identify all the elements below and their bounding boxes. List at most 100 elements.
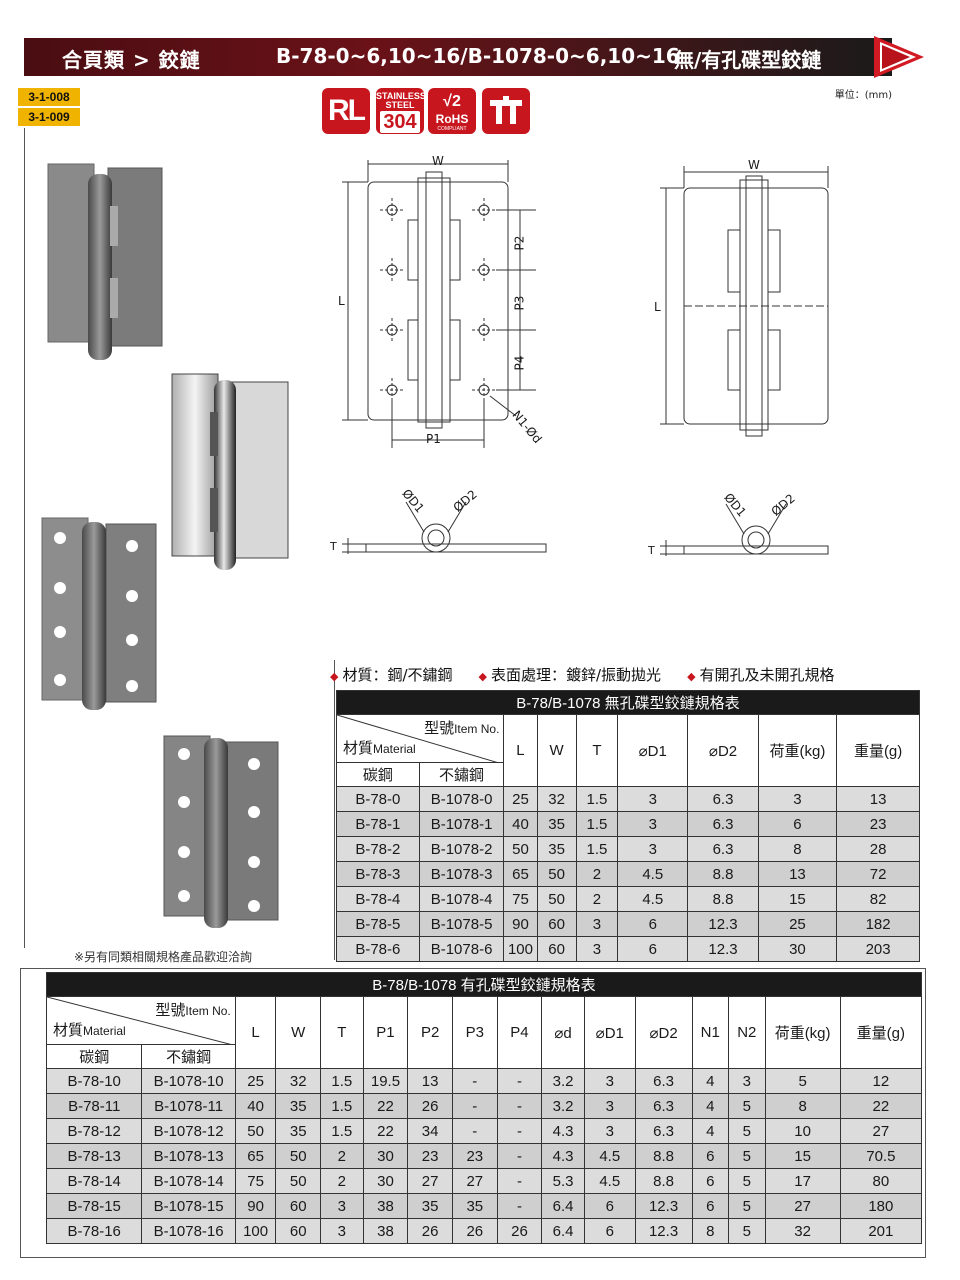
table-cell: - bbox=[496, 1193, 543, 1219]
table-corner-header: 型號Item No. 材質Material bbox=[46, 996, 236, 1045]
table-cell: 26 bbox=[451, 1218, 498, 1244]
table-cell: 50 bbox=[503, 836, 538, 862]
table-cell: 100 bbox=[503, 936, 538, 962]
table-cell: 203 bbox=[836, 936, 920, 962]
table-cell: 3 bbox=[583, 1068, 636, 1094]
dim-w-label: W bbox=[432, 154, 444, 168]
table-cell: - bbox=[451, 1118, 498, 1144]
table-cell: 8.8 bbox=[687, 886, 759, 912]
table-cell: 50 bbox=[275, 1168, 322, 1194]
table-cell: 35 bbox=[451, 1193, 498, 1219]
table-cell: 12.3 bbox=[634, 1193, 693, 1219]
table-cell: B-78-12 bbox=[45, 1118, 143, 1144]
table-cell: B-78-14 bbox=[45, 1168, 143, 1194]
table-cell: B-1078-4 bbox=[418, 886, 505, 912]
table-cell: 5 bbox=[728, 1118, 766, 1144]
table-cell: 6.3 bbox=[687, 811, 759, 837]
table-cell: B-1078-0 bbox=[418, 786, 505, 812]
table-cell: - bbox=[496, 1093, 543, 1119]
table-cell: 23 bbox=[451, 1143, 498, 1169]
hinge-plain-stainless-image bbox=[171, 373, 289, 570]
table-cell: 6.4 bbox=[541, 1193, 585, 1219]
table-cell: 40 bbox=[234, 1093, 277, 1119]
hinge-cert-icon bbox=[482, 88, 530, 134]
table-cell: 12.3 bbox=[687, 911, 759, 937]
table-cell: 30 bbox=[362, 1168, 409, 1194]
table-cell: 12 bbox=[839, 1068, 923, 1094]
table-cell: 12.3 bbox=[687, 936, 759, 962]
dim-p2-label: P2 bbox=[512, 235, 527, 251]
left-divider bbox=[24, 128, 25, 948]
table-cell: 65 bbox=[234, 1143, 277, 1169]
rl-cert-icon: RL bbox=[322, 88, 370, 134]
col-header: T bbox=[320, 996, 364, 1069]
table-cell: 60 bbox=[275, 1218, 322, 1244]
table-cell: 50 bbox=[275, 1143, 322, 1169]
table-cell: 65 bbox=[503, 861, 538, 887]
table-cell: 60 bbox=[536, 936, 577, 962]
col-header: W bbox=[536, 714, 577, 787]
table-cell: B-1078-14 bbox=[141, 1168, 236, 1194]
hinge-holed-gray-image bbox=[41, 517, 157, 710]
table-cell: 8 bbox=[764, 1093, 841, 1119]
table-cell: 6 bbox=[583, 1193, 636, 1219]
table-cell: B-78-1 bbox=[336, 811, 420, 837]
table-cell: B-78-15 bbox=[45, 1193, 143, 1219]
technical-drawing bbox=[342, 160, 829, 556]
feature-bullets: ◆材質：鋼/不鏽鋼 ◆表面處理：鍍鋅/振動拋光 ◆有開孔及未開孔規格 bbox=[330, 664, 835, 685]
hinge-holed-dark-image bbox=[163, 735, 279, 928]
table-cell: 8 bbox=[757, 836, 838, 862]
table-cell: B-78-0 bbox=[336, 786, 420, 812]
table-cell: 60 bbox=[275, 1193, 322, 1219]
bullet-material: ◆材質：鋼/不鏽鋼 bbox=[330, 666, 453, 684]
spec-table-holed: B-78/B-1078 有孔碟型鉸鏈規格表 型號Item No. 材質Mater… bbox=[45, 972, 923, 1244]
code-tag: 3-1-009 bbox=[18, 108, 80, 126]
header-arrow-inner2 bbox=[882, 45, 910, 69]
table-cell: 4.5 bbox=[617, 861, 689, 887]
table-cell: 3 bbox=[617, 811, 689, 837]
col-header: P3 bbox=[451, 996, 498, 1069]
table-cell: 180 bbox=[839, 1193, 923, 1219]
header-category: 合頁類 > 鉸鏈 bbox=[62, 48, 201, 72]
col-header: W bbox=[275, 996, 322, 1069]
col-header: 重量(g) bbox=[839, 996, 923, 1069]
table-cell: 8.8 bbox=[634, 1168, 693, 1194]
table-cell: 4.3 bbox=[541, 1118, 585, 1144]
table-cell: 28 bbox=[836, 836, 920, 862]
col-header: L bbox=[503, 714, 538, 787]
table-title: B-78/B-1078 有孔碟型鉸鏈規格表 bbox=[46, 972, 922, 997]
table-cell: 25 bbox=[757, 911, 838, 937]
sub-header-carbon: 碳鋼 bbox=[336, 762, 420, 787]
table-cell: 27 bbox=[451, 1168, 498, 1194]
table-cell: 6.4 bbox=[541, 1218, 585, 1244]
col-header: T bbox=[575, 714, 619, 787]
table-cell: 3 bbox=[583, 1093, 636, 1119]
header-model: B-78-0~6,10~16/B-1078-0~6,10~16 bbox=[276, 44, 680, 68]
spec-table-plain: B-78/B-1078 無孔碟型鉸鏈規格表 型號Item No. 材質Mater… bbox=[335, 690, 920, 962]
table-cell: 3 bbox=[583, 1118, 636, 1144]
header-product-name: 無/有孔碟型鉸鏈 bbox=[674, 48, 822, 72]
table-cell: 3 bbox=[575, 911, 619, 937]
sub-header-stainless: 不鏽鋼 bbox=[418, 762, 505, 787]
table-cell: - bbox=[496, 1143, 543, 1169]
bullet-holes: ◆有開孔及未開孔規格 bbox=[687, 666, 835, 684]
table-cell: 6.3 bbox=[687, 786, 759, 812]
table-cell: 22 bbox=[839, 1093, 923, 1119]
col-header: 荷重(kg) bbox=[757, 714, 838, 787]
hinge-plain-gray-image bbox=[47, 163, 163, 360]
table-cell: 1.5 bbox=[320, 1118, 364, 1144]
table-cell: 1.5 bbox=[575, 836, 619, 862]
table-cell: 32 bbox=[536, 786, 577, 812]
table-cell: 2 bbox=[575, 886, 619, 912]
dim-p3-label: P3 bbox=[512, 295, 527, 311]
table-cell: 1.5 bbox=[575, 786, 619, 812]
table-cell: 19.5 bbox=[362, 1068, 409, 1094]
table-cell: 3 bbox=[617, 836, 689, 862]
table-cell: 27 bbox=[839, 1118, 923, 1144]
table-cell: - bbox=[451, 1068, 498, 1094]
table-cell: B-78-11 bbox=[45, 1093, 143, 1119]
